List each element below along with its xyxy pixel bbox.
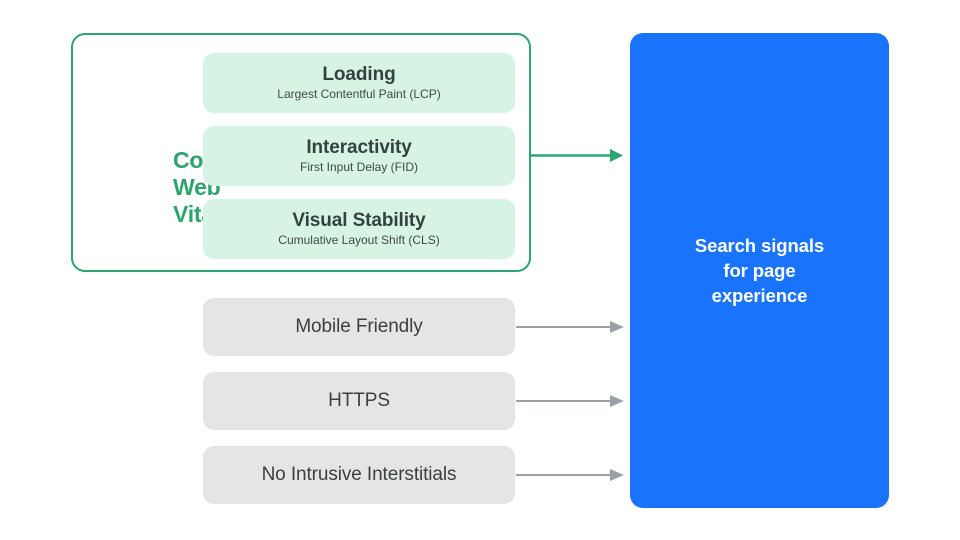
vital-card-visual-stability-subtitle: Cumulative Layout Shift (CLS)	[278, 233, 440, 247]
search-signals-panel[interactable]: Search signals for page experience	[630, 33, 889, 508]
signal-card-no-intrusive-interstitials-label: No Intrusive Interstitials	[261, 464, 457, 485]
vital-card-interactivity[interactable]: Interactivity First Input Delay (FID)	[203, 126, 515, 186]
vital-card-loading-subtitle: Largest Contentful Paint (LCP)	[277, 87, 441, 101]
search-signals-panel-text: Search signals for page experience	[695, 233, 824, 308]
mobile-friendly-arrow	[516, 321, 624, 333]
core-web-vitals-arrow	[531, 149, 623, 162]
signal-card-no-intrusive-interstitials[interactable]: No Intrusive Interstitials	[203, 446, 515, 504]
signal-card-mobile-friendly-label: Mobile Friendly	[295, 316, 423, 337]
signal-card-https[interactable]: HTTPS	[203, 372, 515, 430]
vital-card-visual-stability-title: Visual Stability	[292, 210, 426, 231]
signal-card-mobile-friendly[interactable]: Mobile Friendly	[203, 298, 515, 356]
no-intrusive-interstitials-arrow	[516, 469, 624, 481]
vital-card-visual-stability[interactable]: Visual Stability Cumulative Layout Shift…	[203, 199, 515, 259]
search-signals-line-2: for page	[723, 260, 796, 281]
vital-card-loading[interactable]: Loading Largest Contentful Paint (LCP)	[203, 53, 515, 113]
search-signals-line-3: experience	[711, 285, 808, 306]
search-signals-line-1: Search signals	[694, 235, 825, 256]
signal-card-https-label: HTTPS	[328, 390, 390, 411]
vital-card-interactivity-title: Interactivity	[306, 137, 412, 158]
vital-card-loading-title: Loading	[322, 64, 396, 85]
https-arrow	[516, 395, 624, 407]
vital-card-interactivity-subtitle: First Input Delay (FID)	[299, 160, 419, 174]
